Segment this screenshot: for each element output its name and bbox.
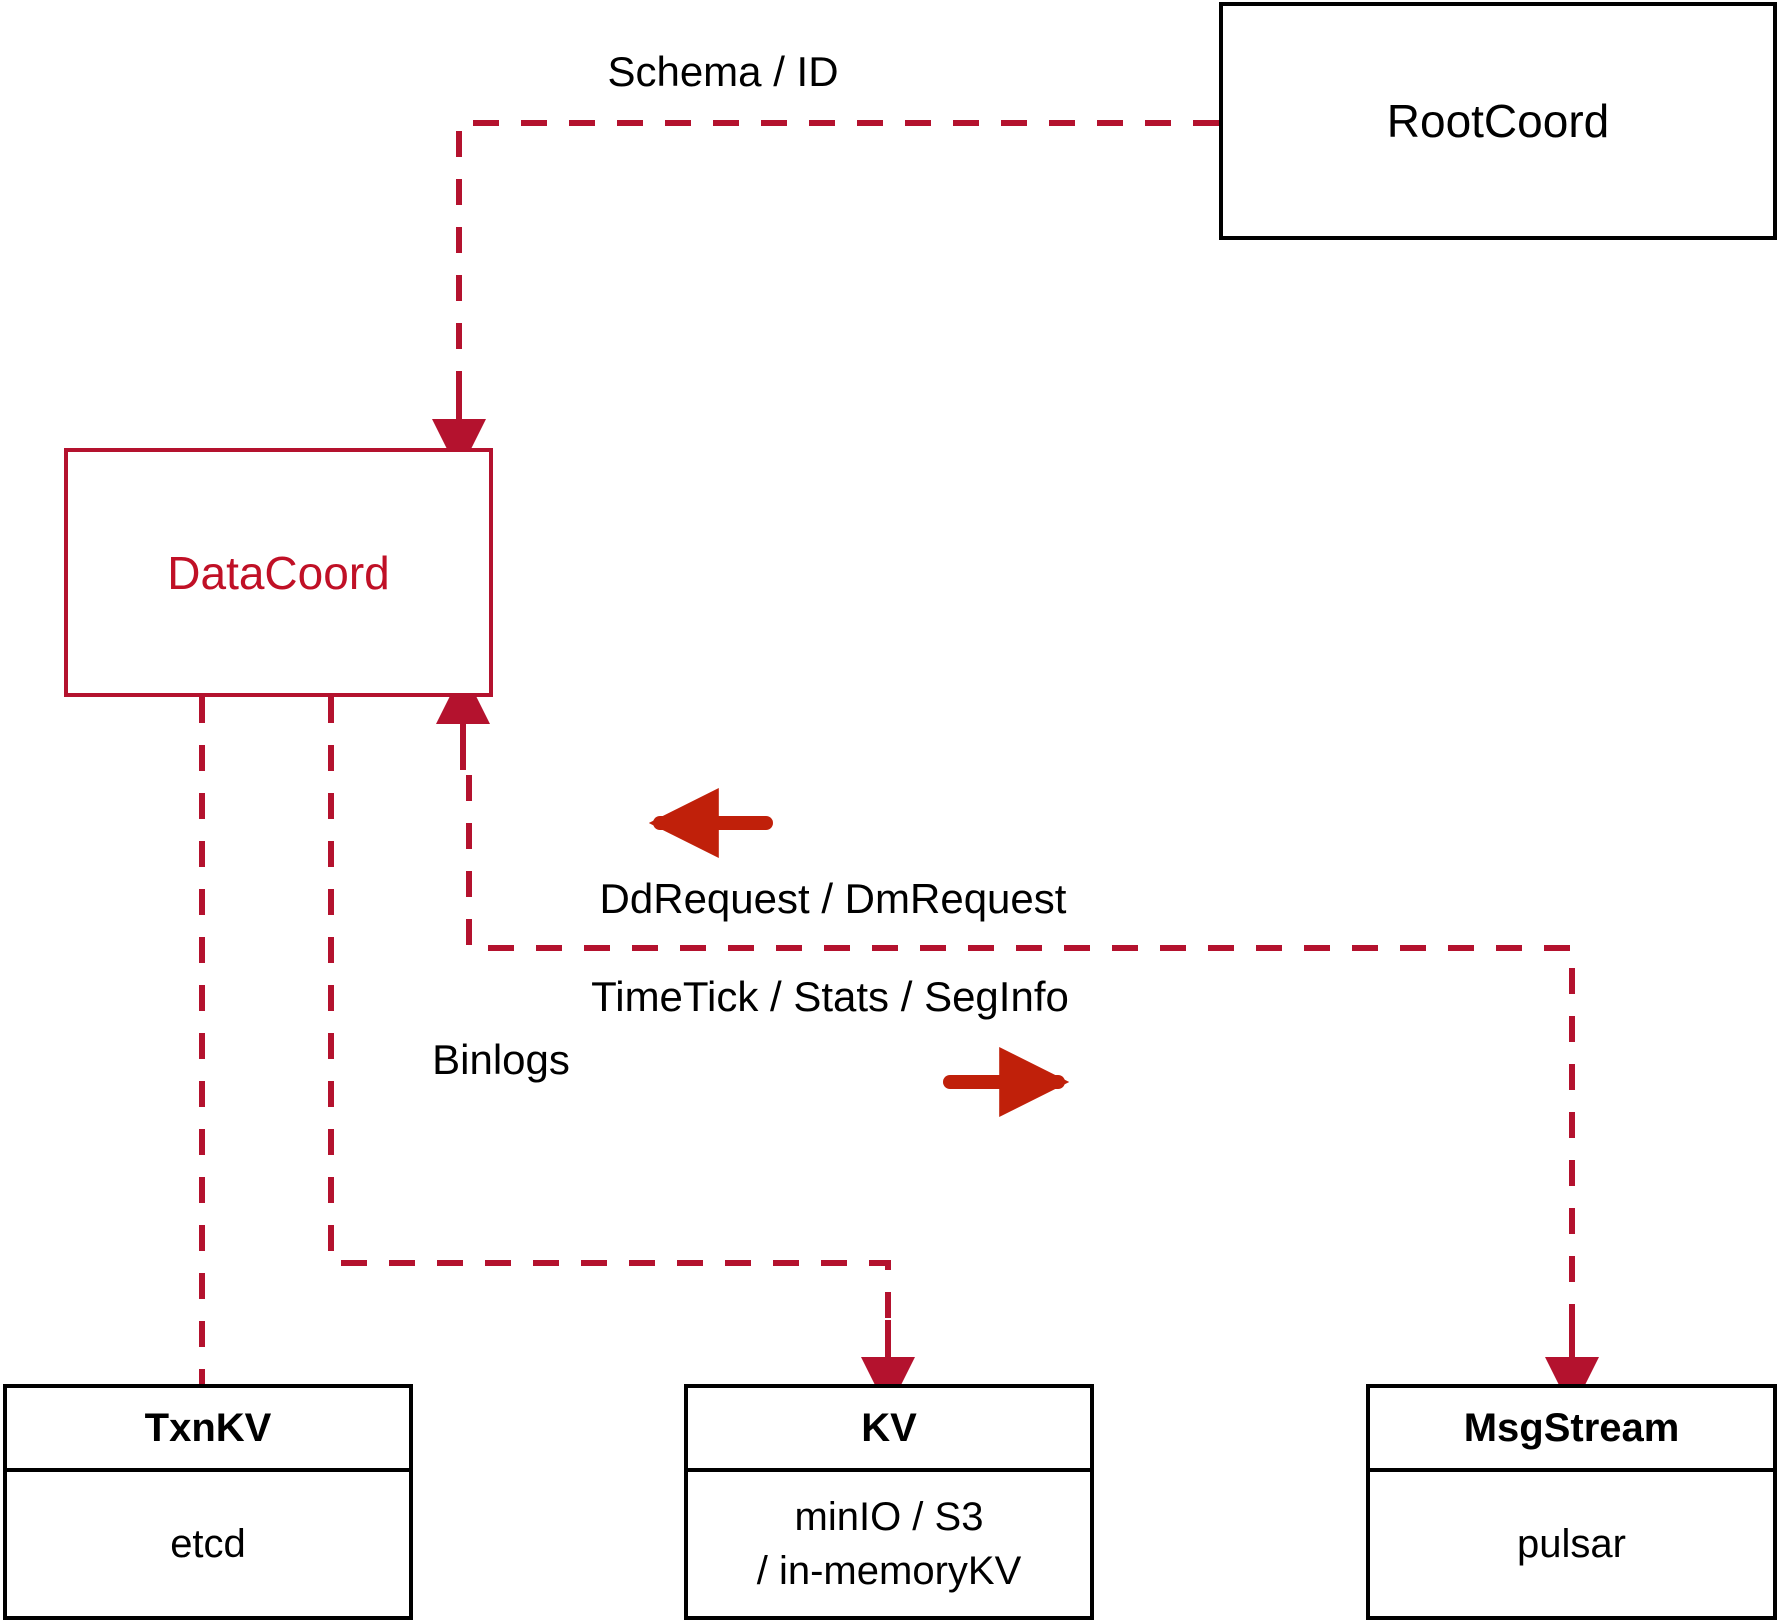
node-rootcoord[interactable]: RootCoord — [1219, 2, 1777, 240]
edge-label-timetick-stats-seginfo: TimeTick / Stats / SegInfo — [591, 973, 1069, 1020]
node-datacoord[interactable]: DataCoord — [64, 448, 493, 697]
node-kv-body-line2: / in-memoryKV — [756, 1549, 1022, 1593]
edge-label-ddrequest-dmrequest: DdRequest / DmRequest — [599, 875, 1067, 922]
edge-datacoord-to-kv — [328, 697, 915, 1411]
node-msgstream-body: pulsar — [1370, 1472, 1773, 1616]
node-txnkv-title: TxnKV — [144, 1405, 272, 1450]
node-msgstream[interactable]: MsgStream pulsar — [1366, 1384, 1777, 1620]
node-kv-body: minIO / S3 / in-memoryKV — [688, 1472, 1090, 1616]
node-kv-title: KV — [861, 1405, 917, 1450]
node-rootcoord-label: RootCoord — [1386, 95, 1610, 147]
node-datacoord-label: DataCoord — [167, 546, 390, 599]
node-kv-body-line1: minIO / S3 — [794, 1495, 984, 1539]
node-txnkv-divider — [7, 1468, 409, 1472]
node-msgstream-title: MsgStream — [1463, 1405, 1680, 1450]
edge-msgstream-datacoord — [436, 670, 1599, 1411]
node-txnkv-body-line1: etcd — [170, 1522, 246, 1566]
node-msgstream-divider — [1370, 1468, 1773, 1472]
node-txnkv[interactable]: TxnKV etcd — [3, 1384, 413, 1620]
edge-rootcoord-to-datacoord — [432, 120, 1219, 473]
node-kv[interactable]: KV minIO / S3 / in-memoryKV — [684, 1384, 1094, 1620]
node-kv-divider — [688, 1468, 1090, 1472]
node-txnkv-body: etcd — [7, 1472, 409, 1616]
edge-label-binlogs: Binlogs — [432, 1036, 570, 1083]
node-msgstream-body-line1: pulsar — [1517, 1522, 1626, 1566]
edge-label-schema-id: Schema / ID — [607, 48, 839, 95]
